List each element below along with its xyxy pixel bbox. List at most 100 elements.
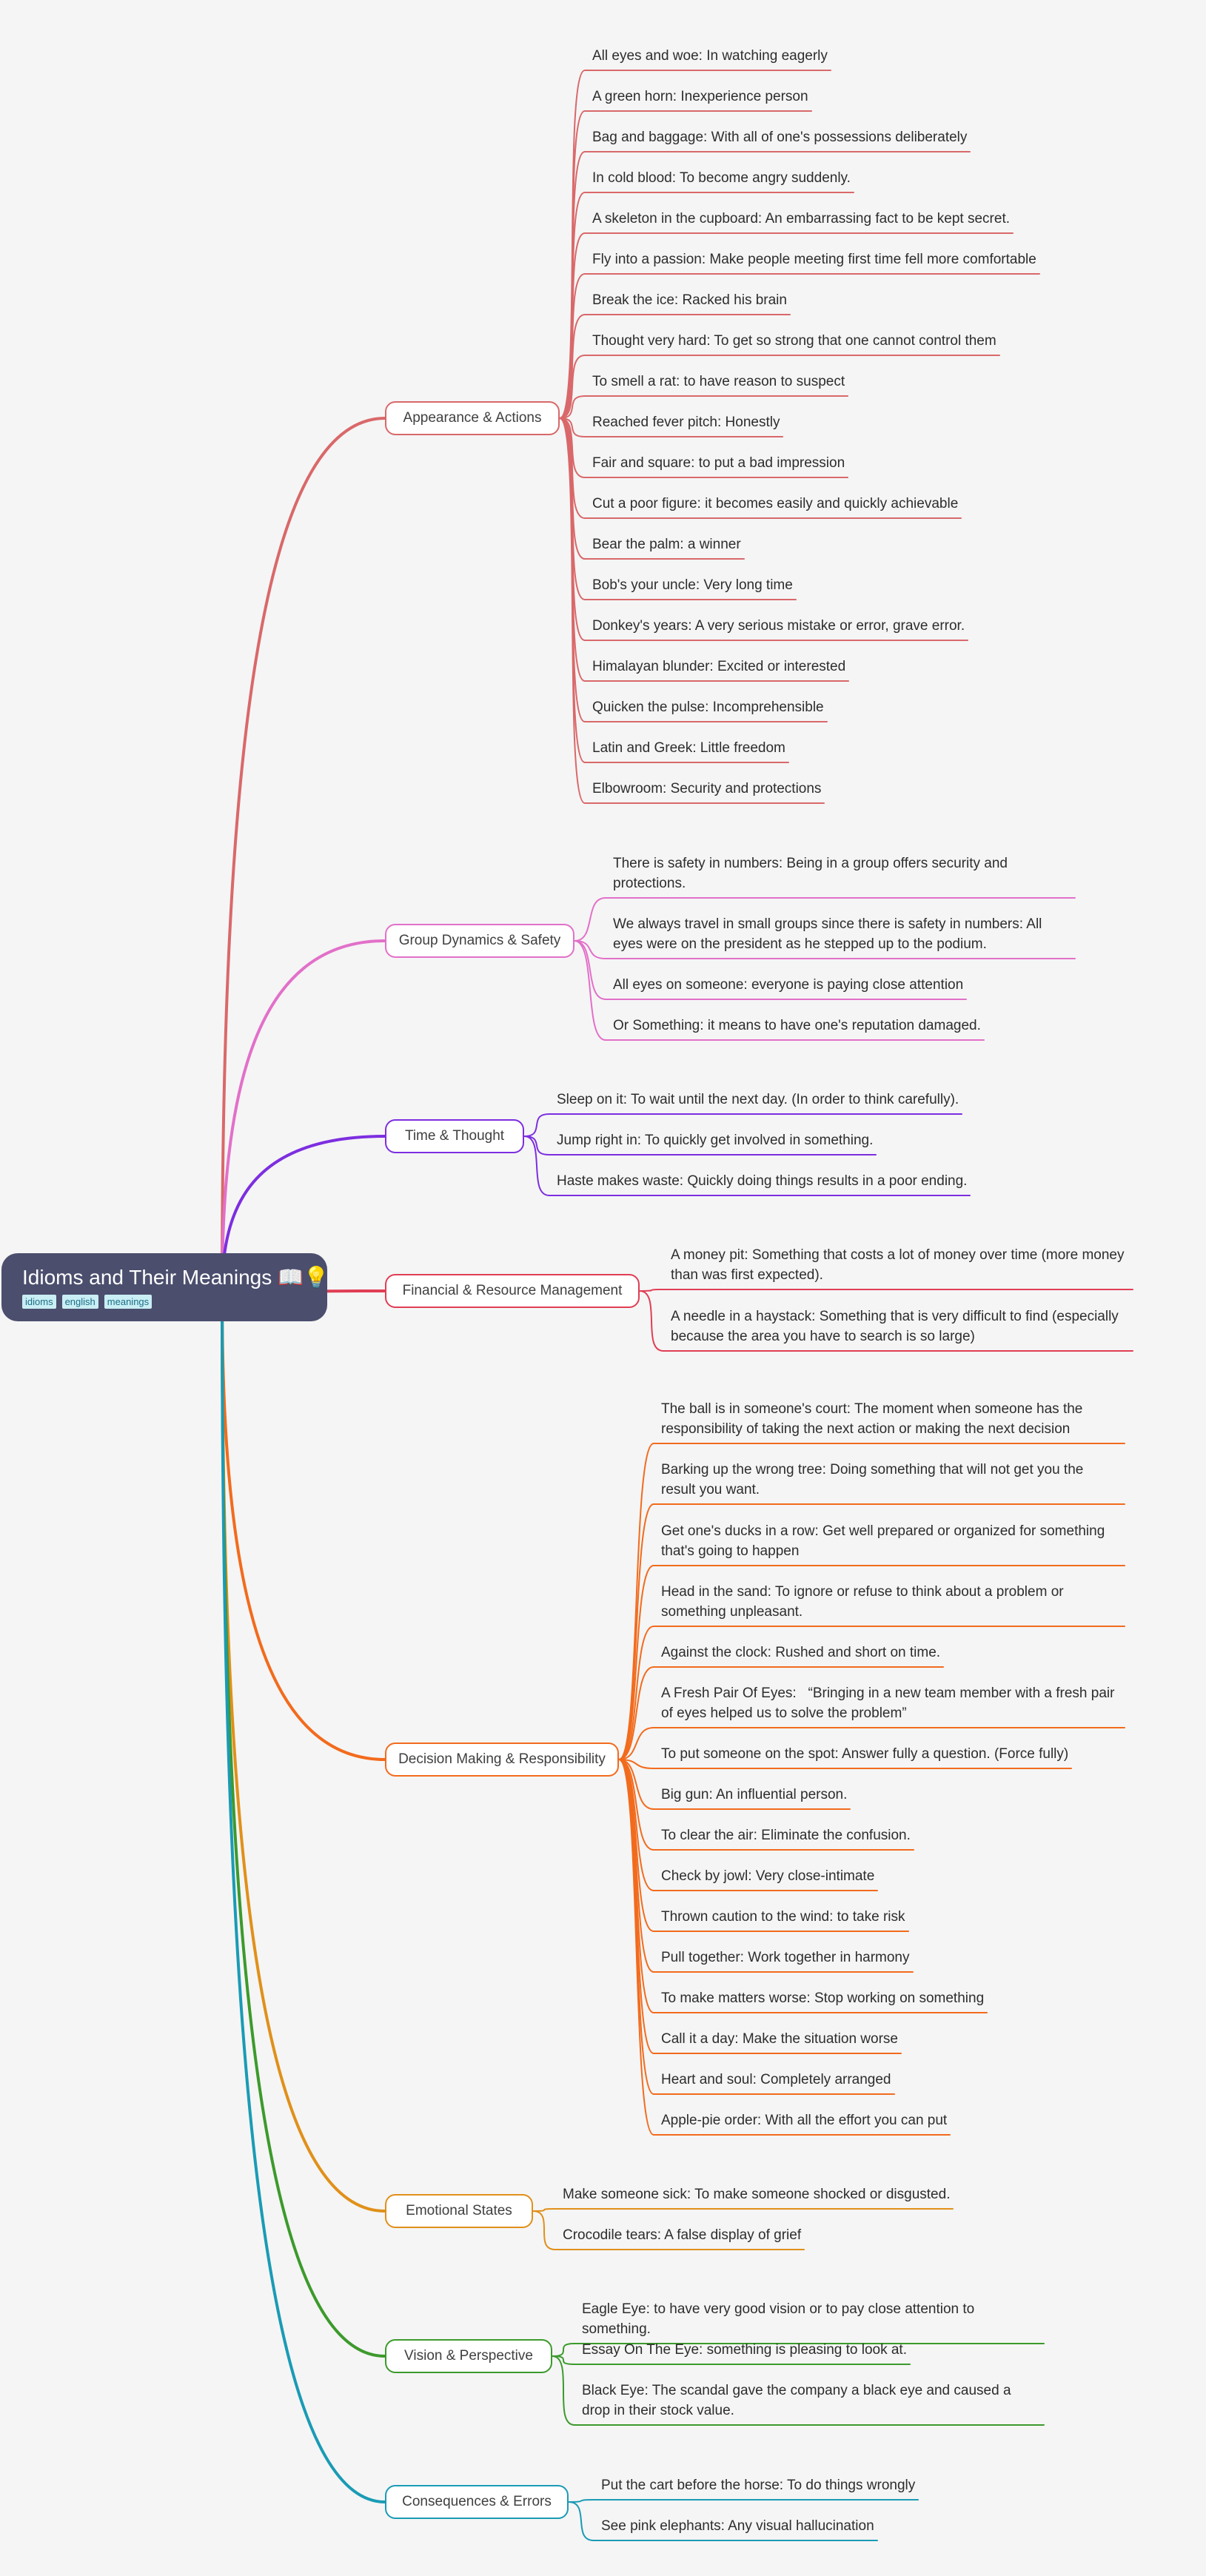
leaf-connector bbox=[618, 1759, 654, 2013]
leaf-connector bbox=[559, 417, 586, 804]
leaf-item[interactable]: Crocodile tears: A false display of grie… bbox=[563, 2227, 802, 2243]
leaf-connector bbox=[618, 1503, 654, 1760]
leaf-item[interactable]: See pink elephants: Any visual hallucina… bbox=[601, 2518, 874, 2534]
branch-connector bbox=[221, 1290, 386, 1761]
root-tags: idioms english meanings bbox=[22, 1295, 327, 1309]
leaf-item[interactable]: Black Eye: The scandal gave the company … bbox=[582, 2383, 1011, 2418]
leaf-item[interactable]: Fair and square: to put a bad impression bbox=[592, 455, 845, 471]
leaf-item[interactable]: Head in the sand: To ignore or refuse to… bbox=[661, 1584, 1064, 1620]
leaf-connector bbox=[523, 1136, 550, 1196]
leaf-item[interactable]: Call it a day: Make the situation worse bbox=[661, 2031, 898, 2047]
leaf-item[interactable]: Bob's your uncle: Very long time bbox=[592, 577, 793, 593]
leaf-connector bbox=[559, 395, 586, 419]
leaf-item[interactable]: Pull together: Work together in harmony bbox=[661, 1950, 910, 1965]
leaf-item[interactable]: The ball is in someone's court: The mome… bbox=[661, 1401, 1083, 1437]
leaf-item[interactable]: To smell a rat: to have reason to suspec… bbox=[592, 374, 845, 389]
leaf-item[interactable]: Bag and baggage: With all of one's posse… bbox=[592, 130, 968, 145]
leaf-connector bbox=[532, 2210, 556, 2250]
branch-node[interactable]: Consequences & Errors bbox=[385, 2485, 569, 2519]
leaf-item[interactable]: In cold blood: To become angry suddenly. bbox=[592, 170, 851, 186]
leaf-connector bbox=[574, 940, 606, 959]
branch-connector bbox=[221, 417, 386, 1293]
leaf-item[interactable]: All eyes and woe: In watching eagerly bbox=[592, 48, 828, 64]
branch-node[interactable]: Financial & Resource Management bbox=[385, 1274, 640, 1308]
leaf-item[interactable]: Quicken the pulse: Incomprehensible bbox=[592, 700, 824, 715]
root-title: Idioms and Their Meanings 📖💡 bbox=[22, 1266, 329, 1289]
leaf-item[interactable]: Or Something: it means to have one's rep… bbox=[613, 1018, 981, 1033]
branch-node[interactable]: Appearance & Actions bbox=[385, 401, 560, 435]
leaf-item[interactable]: Against the clock: Rushed and short on t… bbox=[661, 1645, 941, 1660]
leaf-item[interactable]: Jump right in: To quickly get involved i… bbox=[557, 1133, 874, 1148]
leaf-item[interactable]: Cut a poor figure: it becomes easily and… bbox=[592, 496, 959, 511]
leaf-item[interactable]: Thought very hard: To get so strong that… bbox=[592, 333, 996, 349]
branch-node[interactable]: Time & Thought bbox=[385, 1119, 524, 1153]
leaf-connector bbox=[552, 2355, 575, 2365]
leaf-item[interactable]: Himalayan blunder: Excited or interested bbox=[592, 659, 846, 674]
leaf-item[interactable]: Check by jowl: Very close-intimate bbox=[661, 1868, 875, 1884]
leaf-connector bbox=[639, 1289, 664, 1292]
leaf-item[interactable]: Eagle Eye: to have very good vision or t… bbox=[582, 2301, 975, 2337]
leaf-connector bbox=[618, 1759, 654, 2136]
branch-node[interactable]: Decision Making & Responsibility bbox=[385, 1743, 619, 1777]
leaf-connector bbox=[552, 2343, 575, 2357]
leaf-item[interactable]: Sleep on it: To wait until the next day.… bbox=[557, 1092, 959, 1107]
tag-idioms[interactable]: idioms bbox=[22, 1295, 56, 1309]
tag-meanings[interactable]: meanings bbox=[104, 1295, 153, 1309]
leaf-item[interactable]: Thrown caution to the wind: to take risk bbox=[661, 1909, 905, 1925]
leaf-connector bbox=[559, 273, 586, 419]
leaf-connector bbox=[559, 314, 586, 419]
branch-connector bbox=[221, 1290, 386, 2503]
root-node[interactable]: Idioms and Their Meanings 📖💡 idioms engl… bbox=[1, 1253, 329, 1321]
leaf-connector bbox=[618, 1626, 654, 1760]
branch-connector bbox=[221, 939, 386, 1293]
leaf-item[interactable]: Heart and soul: Completely arranged bbox=[661, 2072, 891, 2087]
leaf-item[interactable]: Latin and Greek: Little freedom bbox=[592, 740, 785, 756]
leaf-item[interactable]: Bear the palm: a winner bbox=[592, 537, 741, 552]
leaf-item[interactable]: Get one's ducks in a row: Get well prepa… bbox=[661, 1523, 1105, 1559]
leaf-item[interactable]: Make someone sick: To make someone shock… bbox=[563, 2187, 951, 2202]
leaf-item[interactable]: There is safety in numbers: Being in a g… bbox=[613, 856, 1008, 891]
leaf-item[interactable]: Big gun: An influential person. bbox=[661, 1787, 848, 1802]
leaf-item[interactable]: Haste makes waste: Quickly doing things … bbox=[557, 1173, 968, 1189]
leaf-connector bbox=[618, 1666, 654, 1760]
branch-node[interactable]: Emotional States bbox=[385, 2194, 533, 2228]
leaf-item[interactable]: Donkey's years: A very serious mistake o… bbox=[592, 618, 965, 634]
leaf-connector bbox=[618, 1759, 654, 1891]
leaf-connector bbox=[574, 897, 606, 942]
leaf-item[interactable]: Barking up the wrong tree: Doing somethi… bbox=[661, 1462, 1084, 1497]
leaf-item[interactable]: Fly into a passion: Make people meeting … bbox=[592, 252, 1036, 267]
leaf-connector bbox=[639, 1290, 664, 1352]
leaf-item[interactable]: All eyes on someone: everyone is paying … bbox=[613, 977, 964, 993]
leaf-item[interactable]: A needle in a haystack: Something that i… bbox=[671, 1309, 1119, 1344]
leaf-connector bbox=[568, 2501, 594, 2541]
leaf-item[interactable]: To clear the air: Eliminate the confusio… bbox=[661, 1828, 911, 1843]
leaf-connector bbox=[618, 1565, 654, 1760]
leaf-item[interactable]: A green horn: Inexperience person bbox=[592, 89, 808, 104]
leaf-item[interactable]: A money pit: Something that costs a lot … bbox=[671, 1247, 1125, 1283]
tag-english[interactable]: english bbox=[61, 1295, 98, 1309]
leaf-item[interactable]: To put someone on the spot: Answer fully… bbox=[661, 1746, 1069, 1762]
leaf-item[interactable]: Apple-pie order: With all the effort you… bbox=[661, 2113, 948, 2128]
branch-node[interactable]: Group Dynamics & Safety bbox=[385, 924, 574, 958]
branch-node[interactable]: Vision & Perspective bbox=[385, 2339, 552, 2373]
leaf-connector bbox=[523, 1113, 550, 1137]
leaf-item[interactable]: Put the cart before the horse: To do thi… bbox=[601, 2478, 916, 2493]
leaf-item[interactable]: We always travel in small groups since t… bbox=[613, 916, 1042, 952]
leaf-connector bbox=[532, 2208, 556, 2212]
leaf-connector bbox=[574, 940, 606, 1041]
leaf-item[interactable]: Elbowroom: Security and protections bbox=[592, 781, 822, 796]
leaf-item[interactable]: Break the ice: Racked his brain bbox=[592, 292, 787, 308]
leaf-item[interactable]: A Fresh Pair Of Eyes: “Bringing in a new… bbox=[661, 1686, 1115, 1721]
leaf-item[interactable]: Essay On The Eye: something is pleasing … bbox=[582, 2342, 907, 2358]
leaf-connector bbox=[618, 1759, 654, 1810]
leaf-connector bbox=[618, 1727, 654, 1760]
leaf-connector bbox=[618, 1759, 654, 1769]
leaf-connector bbox=[559, 417, 586, 437]
leaf-connector bbox=[552, 2355, 575, 2426]
leaf-item[interactable]: Reached fever pitch: Honestly bbox=[592, 415, 780, 430]
leaf-item[interactable]: A skeleton in the cupboard: An embarrass… bbox=[592, 211, 1010, 227]
leaf-item[interactable]: To make matters worse: Stop working on s… bbox=[661, 1990, 985, 2006]
leaf-connector bbox=[568, 2499, 594, 2503]
leaf-connector bbox=[559, 355, 586, 419]
